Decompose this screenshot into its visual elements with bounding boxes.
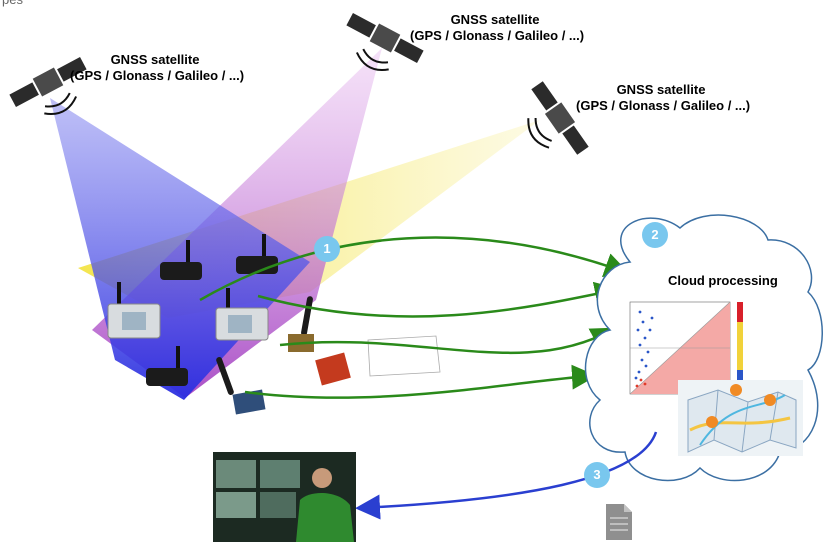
satellite-name: GNSS satellite bbox=[450, 12, 540, 27]
header-partial-text: pes bbox=[2, 0, 23, 7]
gnss-receiver-icon bbox=[160, 240, 202, 280]
satellite-name: GNSS satellite bbox=[110, 52, 200, 67]
antenna-icon bbox=[216, 357, 266, 415]
upload-arrow bbox=[257, 281, 620, 318]
step-badge: 3 bbox=[584, 462, 610, 488]
satellite-systems: (GPS / Glonass / Galileo / ...) bbox=[70, 68, 245, 83]
download-arrow bbox=[355, 431, 658, 520]
upload-arrow bbox=[279, 327, 617, 355]
cloud-title: Cloud processing bbox=[668, 273, 778, 288]
satellite-icon bbox=[9, 57, 87, 115]
sensor-board bbox=[367, 335, 441, 377]
document-icon bbox=[606, 504, 632, 540]
step-badge: 1 bbox=[314, 236, 340, 262]
gnss-receiver-icon bbox=[107, 282, 161, 339]
satellite-name: GNSS satellite bbox=[616, 82, 706, 97]
operator-photo-icon bbox=[213, 452, 356, 542]
antenna-icon bbox=[288, 296, 351, 386]
satellite-label: GNSS satellite (GPS / Glonass / Galileo … bbox=[70, 52, 245, 84]
satellite-label: GNSS satellite (GPS / Glonass / Galileo … bbox=[410, 12, 585, 44]
gnss-receiver-icon bbox=[215, 288, 269, 341]
gnss-receiver-icon bbox=[146, 346, 188, 386]
results-plot bbox=[629, 301, 743, 395]
satellite-systems: (GPS / Glonass / Galileo / ...) bbox=[576, 98, 751, 113]
gnss-receiver-icon bbox=[236, 234, 278, 274]
upload-arrow bbox=[244, 364, 597, 399]
map-icon bbox=[678, 380, 803, 456]
step-badge: 2 bbox=[642, 222, 668, 248]
satellite-label: GNSS satellite (GPS / Glonass / Galileo … bbox=[576, 82, 751, 114]
satellite-systems: (GPS / Glonass / Galileo / ...) bbox=[410, 28, 585, 43]
satellite-icon bbox=[346, 13, 424, 71]
satellite-icon bbox=[527, 81, 589, 155]
upload-arrow bbox=[199, 236, 630, 302]
